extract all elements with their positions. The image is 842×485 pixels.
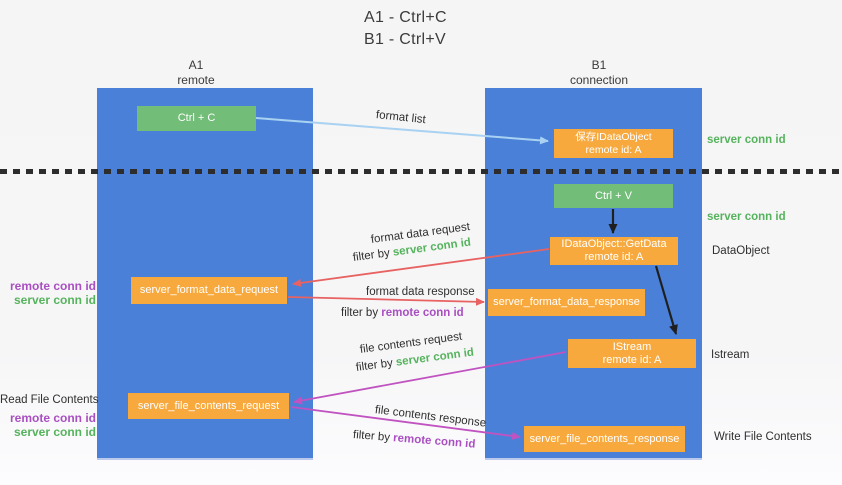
node-getdata-line1: IDataObject::GetData <box>561 238 667 250</box>
label-write-file-contents: Write File Contents <box>714 431 812 443</box>
lane-header-right: B1 connection <box>499 58 699 88</box>
filter-prefix: filter by <box>341 307 379 319</box>
node-ctrl-v-label: Ctrl + V <box>595 189 632 202</box>
title-line-paste: B1 - Ctrl+V <box>364 31 446 48</box>
node-server-format-data-response: server_format_data_response <box>488 289 645 316</box>
label-conn-ids-top: remote conn id server conn id <box>0 279 96 307</box>
node-save-idataobject: 保存IDataObject remote id: A <box>554 129 673 158</box>
label-server-conn-id-left-bottom: server conn id <box>13 425 96 439</box>
filter-prefix: filter by <box>352 247 391 264</box>
lane-right-title: B1 <box>591 58 607 72</box>
lane-left-title: A1 <box>188 58 204 72</box>
filter-prefix: filter by <box>355 357 394 374</box>
label-dataobject: DataObject <box>712 245 770 257</box>
node-server-file-contents-response-label: server_file_contents_response <box>529 432 680 445</box>
node-ctrl-v: Ctrl + V <box>554 184 673 208</box>
node-server-file-contents-response: server_file_contents_response <box>524 426 685 452</box>
divider-dashed-line <box>0 169 842 174</box>
node-server-format-data-request-label: server_format_data_request <box>139 284 279 296</box>
label-format-data-response: format data response <box>366 286 475 298</box>
node-ctrl-c-label: Ctrl + C <box>177 112 216 124</box>
filter-value-remote-conn-id: remote conn id <box>392 432 476 451</box>
node-server-file-contents-request-label: server_file_contents_request <box>137 399 280 412</box>
label-conn-ids-bottom: remote conn id server conn id <box>0 411 96 439</box>
label-remote-conn-id-left-bottom: remote conn id <box>9 411 96 425</box>
node-getdata: IDataObject::GetData remote id: A <box>550 237 678 265</box>
diagram-title: A1 - Ctrl+C B1 - Ctrl+V <box>364 7 447 51</box>
label-filter-format-response: filter by remote conn id <box>341 307 464 319</box>
lane-left-subtitle: remote <box>177 73 215 87</box>
node-server-file-contents-request: server_file_contents_request <box>128 393 289 419</box>
lane-header-left: A1 remote <box>96 58 296 88</box>
filter-value-remote-conn-id: remote conn id <box>381 307 464 319</box>
node-istream-line2: remote id: A <box>602 353 662 366</box>
label-filter-file-response: filter by remote conn id <box>353 429 476 451</box>
node-save-idataobject-line2: remote id: A <box>585 143 642 156</box>
node-istream-line1: IStream <box>612 340 652 353</box>
title-line-copy: A1 - Ctrl+C <box>364 9 447 26</box>
lane-right-subtitle: connection <box>569 73 629 87</box>
node-istream: IStream remote id: A <box>568 339 696 368</box>
label-server-conn-id-left-top: server conn id <box>13 293 96 307</box>
label-remote-conn-id-left-top: remote conn id <box>9 279 96 293</box>
label-read-file-contents: Read File Contents <box>0 394 99 406</box>
node-ctrl-c: Ctrl + C <box>137 106 256 131</box>
node-server-format-data-response-label: server_format_data_response <box>493 296 640 308</box>
filter-prefix: filter by <box>352 429 391 444</box>
label-server-conn-id-top: server conn id <box>707 134 786 146</box>
node-getdata-line2: remote id: A <box>584 251 644 263</box>
label-file-contents-response: file contents response <box>374 404 487 430</box>
label-format-list: format list <box>375 109 427 127</box>
label-istream: Istream <box>711 349 750 361</box>
node-server-format-data-request: server_format_data_request <box>131 277 287 304</box>
node-save-idataobject-line1: 保存IDataObject <box>575 130 652 143</box>
label-server-conn-id-mid: server conn id <box>707 211 786 223</box>
